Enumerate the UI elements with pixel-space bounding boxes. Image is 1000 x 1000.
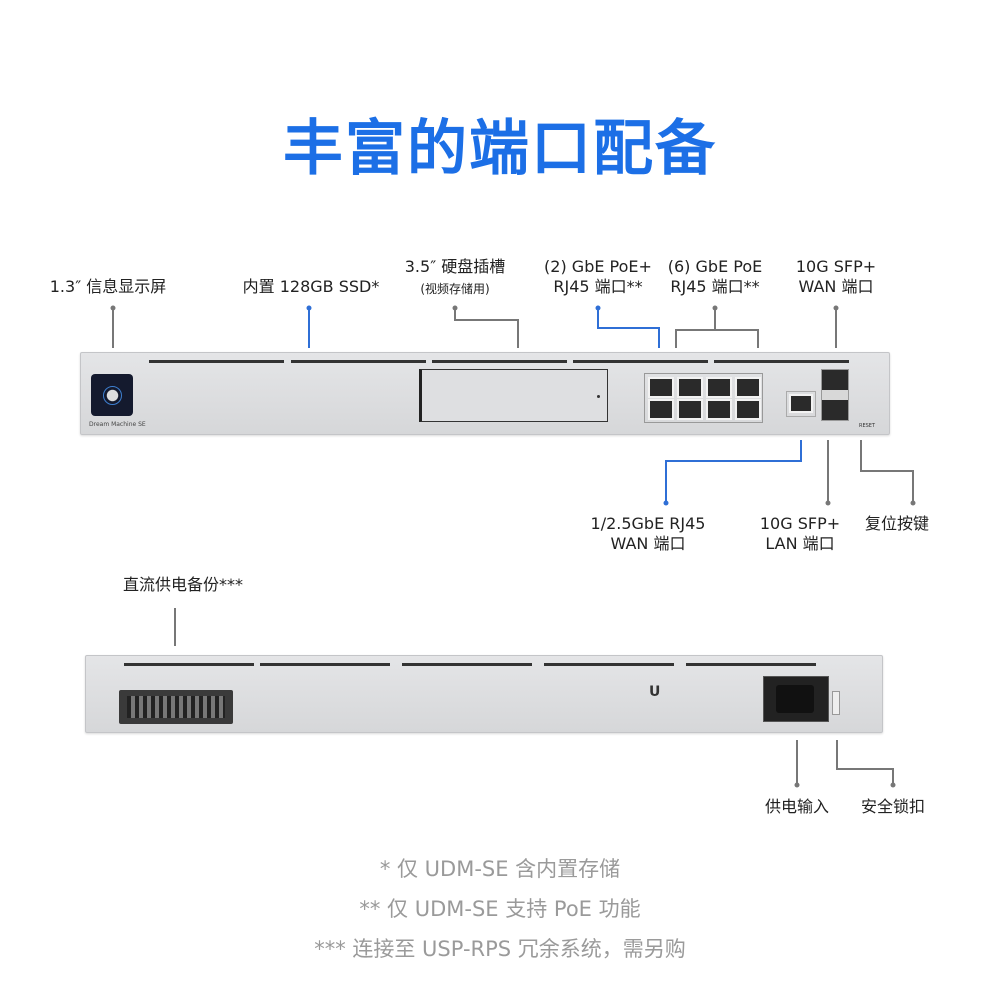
- label-dc-backup: 直流供电备份***: [122, 575, 244, 594]
- device-back-panel: U: [85, 655, 883, 733]
- label-poe-plus-line2: RJ45 端口**: [553, 277, 643, 296]
- rj45-port[interactable]: [677, 399, 703, 420]
- label-sfp-lan-line2: LAN 端口: [765, 534, 835, 553]
- leader-dot: [890, 782, 896, 788]
- label-display: 1.3″ 信息显示屏: [49, 277, 167, 296]
- leader-line: [597, 308, 599, 328]
- leader-line: [597, 327, 660, 329]
- leader-line: [836, 768, 894, 770]
- label-security-lock: 安全锁扣: [860, 797, 926, 816]
- label-sfp-lan: 10G SFP+LAN 端口: [760, 514, 840, 554]
- leader-line: [112, 308, 114, 348]
- leader-line: [454, 319, 519, 321]
- footnote: ** 仅 UDM-SE 支持 PoE 功能: [359, 897, 641, 921]
- rj45-port[interactable]: [706, 399, 732, 420]
- label-rj45-wan-line1: 1/2.5GbE RJ45: [590, 514, 706, 533]
- leader-line: [860, 440, 862, 471]
- leader-line: [800, 440, 802, 461]
- label-sfp-wan-line1: 10G SFP+: [795, 257, 877, 276]
- leader-line: [675, 329, 677, 348]
- label-rj45-wan-line2: WAN 端口: [610, 534, 686, 553]
- device-front-panel: Dream Machine SE RESET: [80, 352, 890, 435]
- leader-dot: [663, 500, 669, 506]
- leader-line: [174, 608, 176, 646]
- leader-line: [675, 329, 759, 331]
- lcd-display[interactable]: [91, 374, 133, 416]
- label-sfp-wan-line2: WAN 端口: [798, 277, 874, 296]
- label-poe-plus-line1: (2) GbE PoE+: [544, 257, 652, 276]
- label-power-input: 供电输入: [764, 797, 830, 816]
- leader-line: [912, 470, 914, 503]
- leader-line: [517, 319, 519, 348]
- label-poe-line2: RJ45 端口**: [670, 277, 760, 296]
- leader-line: [658, 327, 660, 348]
- display-ring-icon: [103, 386, 122, 405]
- footnote: * 仅 UDM-SE 含内置存储: [379, 857, 621, 881]
- leader-line: [454, 308, 456, 320]
- leader-line: [836, 740, 838, 769]
- leader-line: [827, 440, 829, 503]
- rj45-port[interactable]: [677, 377, 703, 398]
- reset-button[interactable]: RESET: [859, 423, 876, 429]
- leader-line: [892, 768, 894, 785]
- security-lock[interactable]: [832, 691, 840, 715]
- ac-power-inlet[interactable]: [763, 676, 829, 722]
- leader-line: [757, 329, 759, 348]
- label-hdd-sub: (视频存储用): [420, 282, 490, 296]
- hdd-bay[interactable]: [419, 369, 608, 422]
- rj45-port[interactable]: [648, 399, 674, 420]
- label-sfp-lan-line1: 10G SFP+: [759, 514, 841, 533]
- page-title: 丰富的端口配备: [283, 114, 717, 184]
- leader-dot: [910, 500, 916, 506]
- rj45-port[interactable]: [735, 377, 761, 398]
- label-poe-plus: (2) GbE PoE+RJ45 端口**: [544, 257, 652, 297]
- leader-line: [665, 460, 667, 503]
- label-poe-line1: (6) GbE PoE: [667, 257, 763, 276]
- rj45-port[interactable]: [648, 377, 674, 398]
- label-reset: 复位按键: [864, 514, 930, 533]
- leader-line: [308, 308, 310, 348]
- ubiquiti-logo-icon: U: [649, 684, 661, 700]
- label-ssd: 内置 128GB SSD*: [242, 277, 380, 296]
- leader-dot: [825, 500, 831, 506]
- label-hdd: 3.5″ 硬盘插槽: [404, 257, 506, 276]
- leader-line: [860, 470, 914, 472]
- leader-line: [835, 308, 837, 348]
- leader-line: [796, 740, 798, 785]
- poe-port-group: [644, 373, 763, 423]
- rj45-port[interactable]: [706, 377, 732, 398]
- sfp-ports[interactable]: [821, 369, 849, 421]
- device-name: Dream Machine SE: [89, 421, 146, 428]
- wan-rj45-port[interactable]: [786, 391, 816, 417]
- footnote: *** 连接至 USP-RPS 冗余系统，需另购: [314, 937, 686, 961]
- label-sfp-wan: 10G SFP+WAN 端口: [796, 257, 876, 297]
- leader-line: [665, 460, 802, 462]
- leader-line: [714, 308, 716, 330]
- rj45-port[interactable]: [735, 399, 761, 420]
- dc-power-connector[interactable]: [119, 690, 233, 724]
- leader-dot: [794, 782, 800, 788]
